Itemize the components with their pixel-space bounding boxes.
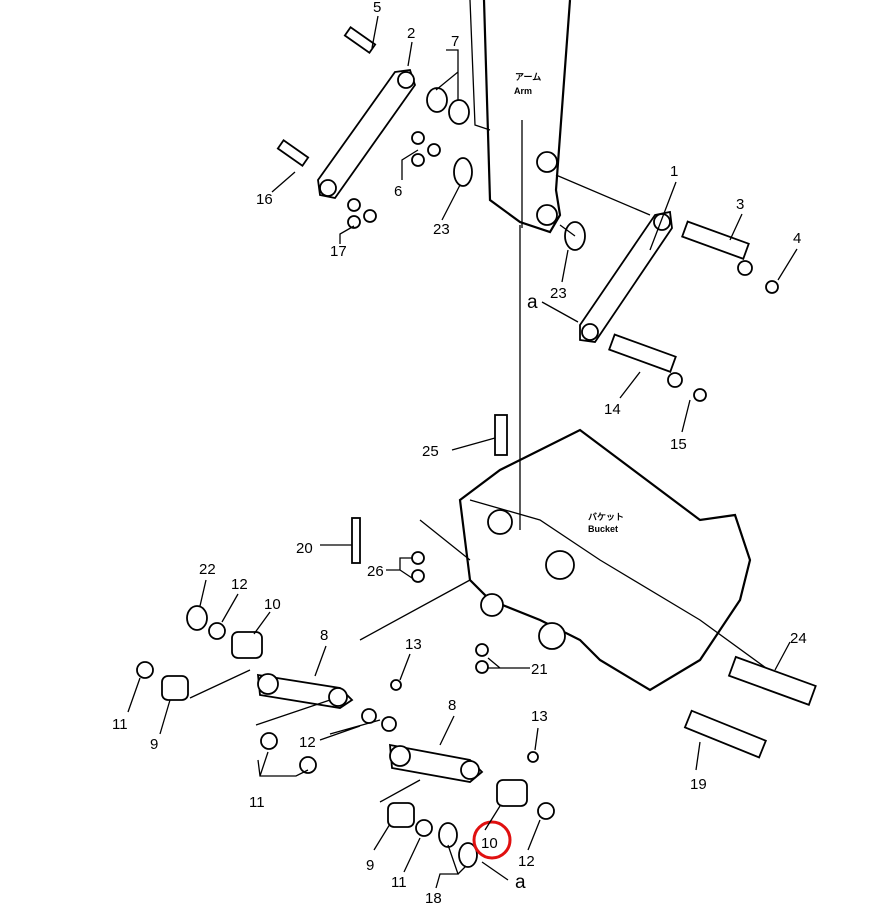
callout-22: 22	[199, 561, 216, 578]
callout-17: 17	[330, 243, 347, 260]
callout-11: 11	[112, 716, 128, 733]
callout-15: 15	[670, 436, 687, 453]
link-2	[276, 26, 473, 229]
callout-25: 25	[422, 443, 439, 460]
callout-6: 6	[394, 183, 402, 200]
link-1	[555, 174, 779, 402]
callout-7: 7	[451, 33, 459, 50]
callout-24: 24	[790, 630, 807, 647]
callout-12: 12	[231, 576, 248, 593]
callout-10-highlighted[interactable]: 10	[481, 835, 498, 852]
bucket-label-en: Bucket	[588, 524, 618, 534]
callout-13b: 13	[531, 708, 548, 725]
arm	[469, 0, 572, 530]
callout-a: a	[527, 292, 538, 313]
highlight-circle	[472, 820, 512, 860]
callout-12b: 12	[299, 734, 316, 751]
callout-23: 23	[433, 221, 450, 238]
leader-lines	[127, 15, 798, 889]
callout-20: 20	[296, 540, 313, 557]
callout-23b: 23	[550, 285, 567, 302]
callout-16: 16	[256, 191, 273, 208]
callout-13: 13	[405, 636, 422, 653]
callout-26: 26	[367, 563, 384, 580]
callout-9: 9	[150, 736, 158, 753]
callouts: 5 2 7 16 6 17 23 1 3 4 23 a 14 15 25 20 …	[112, 0, 807, 904]
callout-8b: 8	[448, 697, 456, 714]
callout-18: 18	[425, 890, 442, 904]
callout-11b: 11	[249, 794, 265, 811]
callout-3: 3	[736, 196, 744, 213]
callout-2: 2	[407, 25, 415, 42]
callout-10: 10	[264, 596, 281, 613]
callout-12c: 12	[518, 853, 535, 870]
callout-4: 4	[793, 230, 801, 247]
arm-label-jp: アーム	[515, 72, 541, 82]
h-links	[136, 605, 555, 868]
callout-19: 19	[690, 776, 707, 793]
callout-5: 5	[373, 0, 381, 16]
callout-a-b: a	[515, 872, 526, 893]
bucket	[351, 414, 817, 759]
callout-14: 14	[604, 401, 621, 418]
callout-9b: 9	[366, 857, 374, 874]
callout-11c: 11	[391, 874, 407, 891]
callout-21: 21	[531, 661, 548, 678]
bucket-label-jp: バケット	[588, 512, 624, 522]
callout-1: 1	[670, 163, 678, 180]
callout-8: 8	[320, 627, 328, 644]
arm-label-en: Arm	[514, 86, 532, 96]
